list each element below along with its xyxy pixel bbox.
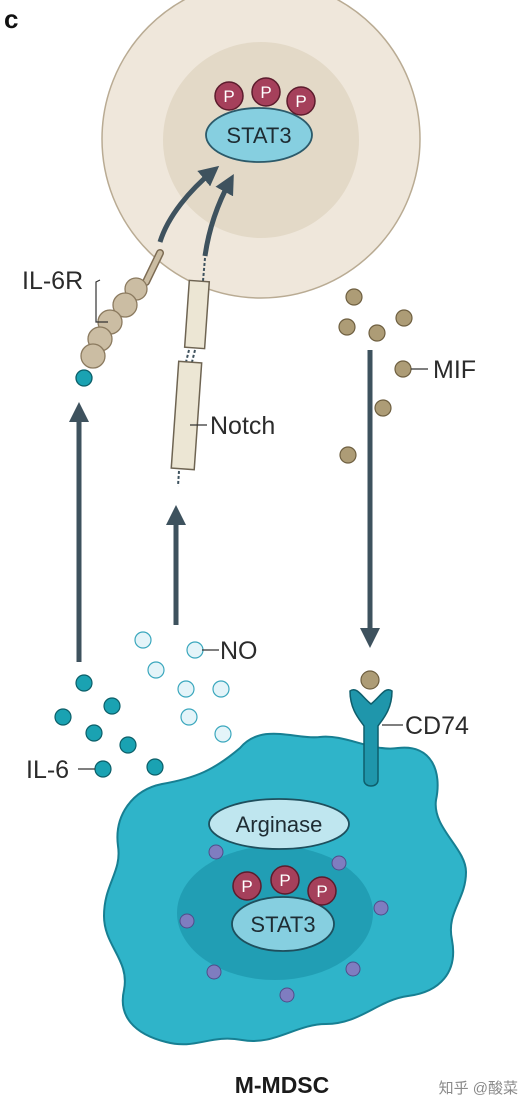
no-molecule [147, 661, 165, 679]
phosphate-icon [270, 865, 300, 895]
arginase-enzyme [208, 798, 350, 850]
watermark-text: 知乎 @酸菜 [439, 1080, 518, 1097]
phosphate-label: P [316, 882, 327, 901]
mif-molecule [395, 309, 413, 327]
granule [331, 855, 347, 871]
phosphate-icon [251, 77, 281, 107]
mif-molecule [374, 399, 392, 417]
no-molecule [180, 708, 198, 726]
il6r-domain [112, 292, 138, 318]
il6-molecule [146, 758, 164, 776]
granule [206, 964, 222, 980]
cd74-stalk [349, 689, 393, 787]
no-molecule [186, 641, 204, 659]
il6-molecule [94, 760, 112, 778]
phosphate-icon [307, 876, 337, 906]
stat3-protein-mdsc [231, 896, 335, 952]
il6r-label: IL-6R [22, 267, 83, 295]
no-molecule [177, 680, 195, 698]
no-molecule [214, 725, 232, 743]
notch-signal-arrow [202, 173, 234, 257]
notch-receptor [170, 257, 211, 487]
phospho-group-mdsc: P P P [232, 865, 337, 906]
il6r-receptor [75, 249, 164, 387]
mif-molecule [368, 324, 386, 342]
il6-label: IL-6 [26, 756, 69, 784]
mif-molecule [394, 360, 412, 378]
mif-molecule [339, 446, 357, 464]
no-molecule [212, 680, 230, 698]
il6-bound-molecule [75, 369, 93, 387]
granule [345, 961, 361, 977]
stat3-label-top: STAT3 [226, 123, 291, 148]
target-cell: STAT3 P P P [101, 0, 421, 299]
mif-bound-molecule [360, 670, 380, 690]
granule [208, 844, 224, 860]
phosphate-icon [232, 871, 262, 901]
m-mdsc-title: M-MDSC [235, 1072, 330, 1098]
phosphate-label: P [223, 87, 234, 106]
il6-molecule [75, 674, 93, 692]
phosphate-label: P [295, 92, 306, 111]
notch-label: Notch [210, 412, 275, 440]
mif-molecule [345, 288, 363, 306]
mif-molecule [338, 318, 356, 336]
phosphate-icon [286, 86, 316, 116]
notch-extracellular-domain [170, 360, 203, 471]
il6-molecule [54, 708, 72, 726]
mif-label: MIF [433, 356, 476, 384]
il6r-signal-arrow [157, 165, 220, 243]
cd74-receptor [349, 670, 393, 787]
il6-molecule [119, 736, 137, 754]
phosphate-icon [214, 81, 244, 111]
phosphate-label: P [279, 871, 290, 890]
il6-molecule [85, 724, 103, 742]
no-molecule [134, 631, 152, 649]
phosphate-label: P [260, 83, 271, 102]
granule [279, 987, 295, 1003]
no-label: NO [220, 637, 258, 665]
stat3-protein-top [205, 107, 313, 163]
cd74-label: CD74 [405, 712, 469, 740]
mif-molecules [338, 288, 413, 464]
phosphate-label: P [241, 877, 252, 896]
il6r-domain [80, 343, 106, 369]
arginase-label: Arginase [236, 812, 323, 837]
il6-molecules [54, 674, 164, 778]
il6r-leader-line [95, 279, 108, 323]
stat3-label-mdsc: STAT3 [250, 912, 315, 937]
no-molecules [134, 631, 232, 743]
m-mdsc-cell: Arginase STAT3 P P P [102, 670, 468, 1046]
phospho-group-top: P P P [214, 77, 316, 116]
granule [373, 900, 389, 916]
il6-molecule [103, 697, 121, 715]
granule [179, 913, 195, 929]
panel-label: c [4, 4, 18, 34]
notch-intracellular-domain [183, 279, 211, 350]
